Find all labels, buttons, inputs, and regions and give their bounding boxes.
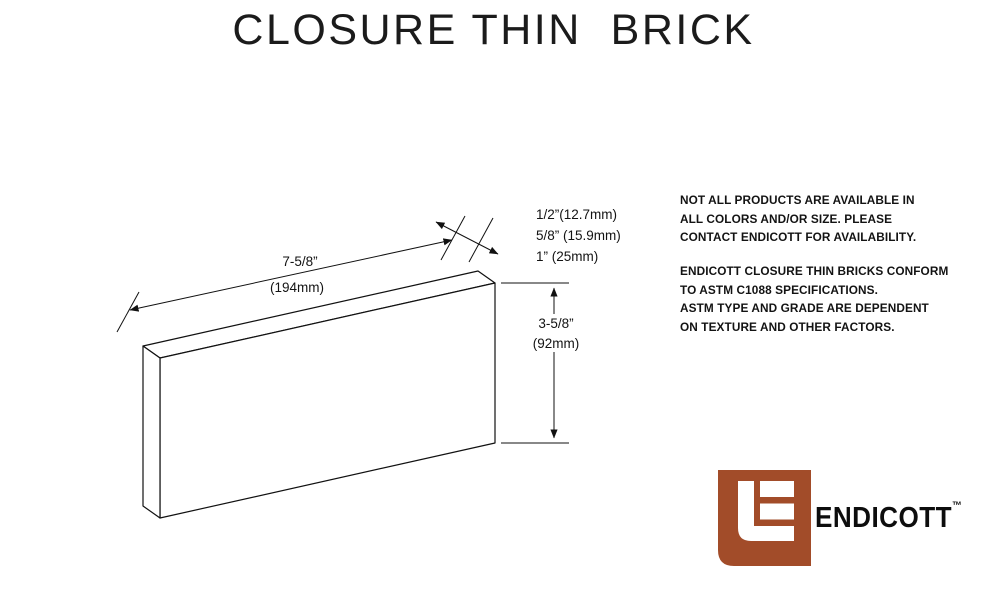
brand-name: ENDICOTT: [815, 502, 952, 534]
availability-note-line: ALL COLORS AND/OR SIZE. PLEASE: [680, 211, 893, 226]
brick-outline: [142, 270, 496, 519]
thickness-option-2: 5/8” (15.9mm): [536, 228, 621, 243]
height-label-in: 3-5/8”: [538, 316, 573, 331]
endicott-logo-icon: [718, 470, 811, 566]
availability-note-line: NOT ALL PRODUCTS ARE AVAILABLE IN: [680, 193, 915, 207]
length-label-mm: (194mm): [270, 280, 324, 295]
length-dimension: [116, 238, 453, 333]
page-title: CLOSURE THIN BRICK: [232, 6, 755, 54]
spec-note-line: ASTM TYPE AND GRADE ARE DEPENDENT: [680, 301, 929, 316]
spec-note-line: ENDICOTT CLOSURE THIN BRICKS CONFORM: [680, 264, 949, 278]
thickness-tick-1: [440, 215, 466, 261]
thickness-option-1: 1/2”(12.7mm): [536, 207, 617, 222]
logo-mark-brick-top: [760, 481, 794, 497]
logo-mark-brick-middle: [760, 503, 794, 520]
thickness-arrow: [435, 221, 499, 255]
logo-mark-l-shape: [738, 481, 794, 541]
availability-note-line: CONTACT ENDICOTT FOR AVAILABILITY.: [680, 230, 917, 245]
height-label-mm: (92mm): [533, 336, 580, 351]
thickness-dimension: [435, 215, 499, 263]
length-extension-tick-left: [116, 291, 140, 333]
length-label-in: 7-5/8”: [282, 254, 317, 269]
brick-end-face: [142, 345, 161, 519]
length-dimension-line: [129, 238, 453, 312]
height-dimension: [501, 282, 569, 444]
availability-note: NOT ALL PRODUCTS ARE AVAILABLE IN ALL CO…: [680, 191, 970, 247]
trademark-symbol: ™: [951, 500, 963, 512]
thickness-option-3: 1” (25mm): [536, 249, 598, 264]
thickness-tick-2: [468, 217, 494, 263]
endicott-wordmark: ENDICOTT™: [815, 500, 963, 535]
logo-mark: [738, 481, 794, 541]
spec-note-line: TO ASTM C1088 SPECIFICATIONS.: [680, 282, 879, 297]
spec-note: ENDICOTT CLOSURE THIN BRICKS CONFORM TO …: [680, 262, 970, 336]
spec-note-line: ON TEXTURE AND OTHER FACTORS.: [680, 319, 895, 334]
